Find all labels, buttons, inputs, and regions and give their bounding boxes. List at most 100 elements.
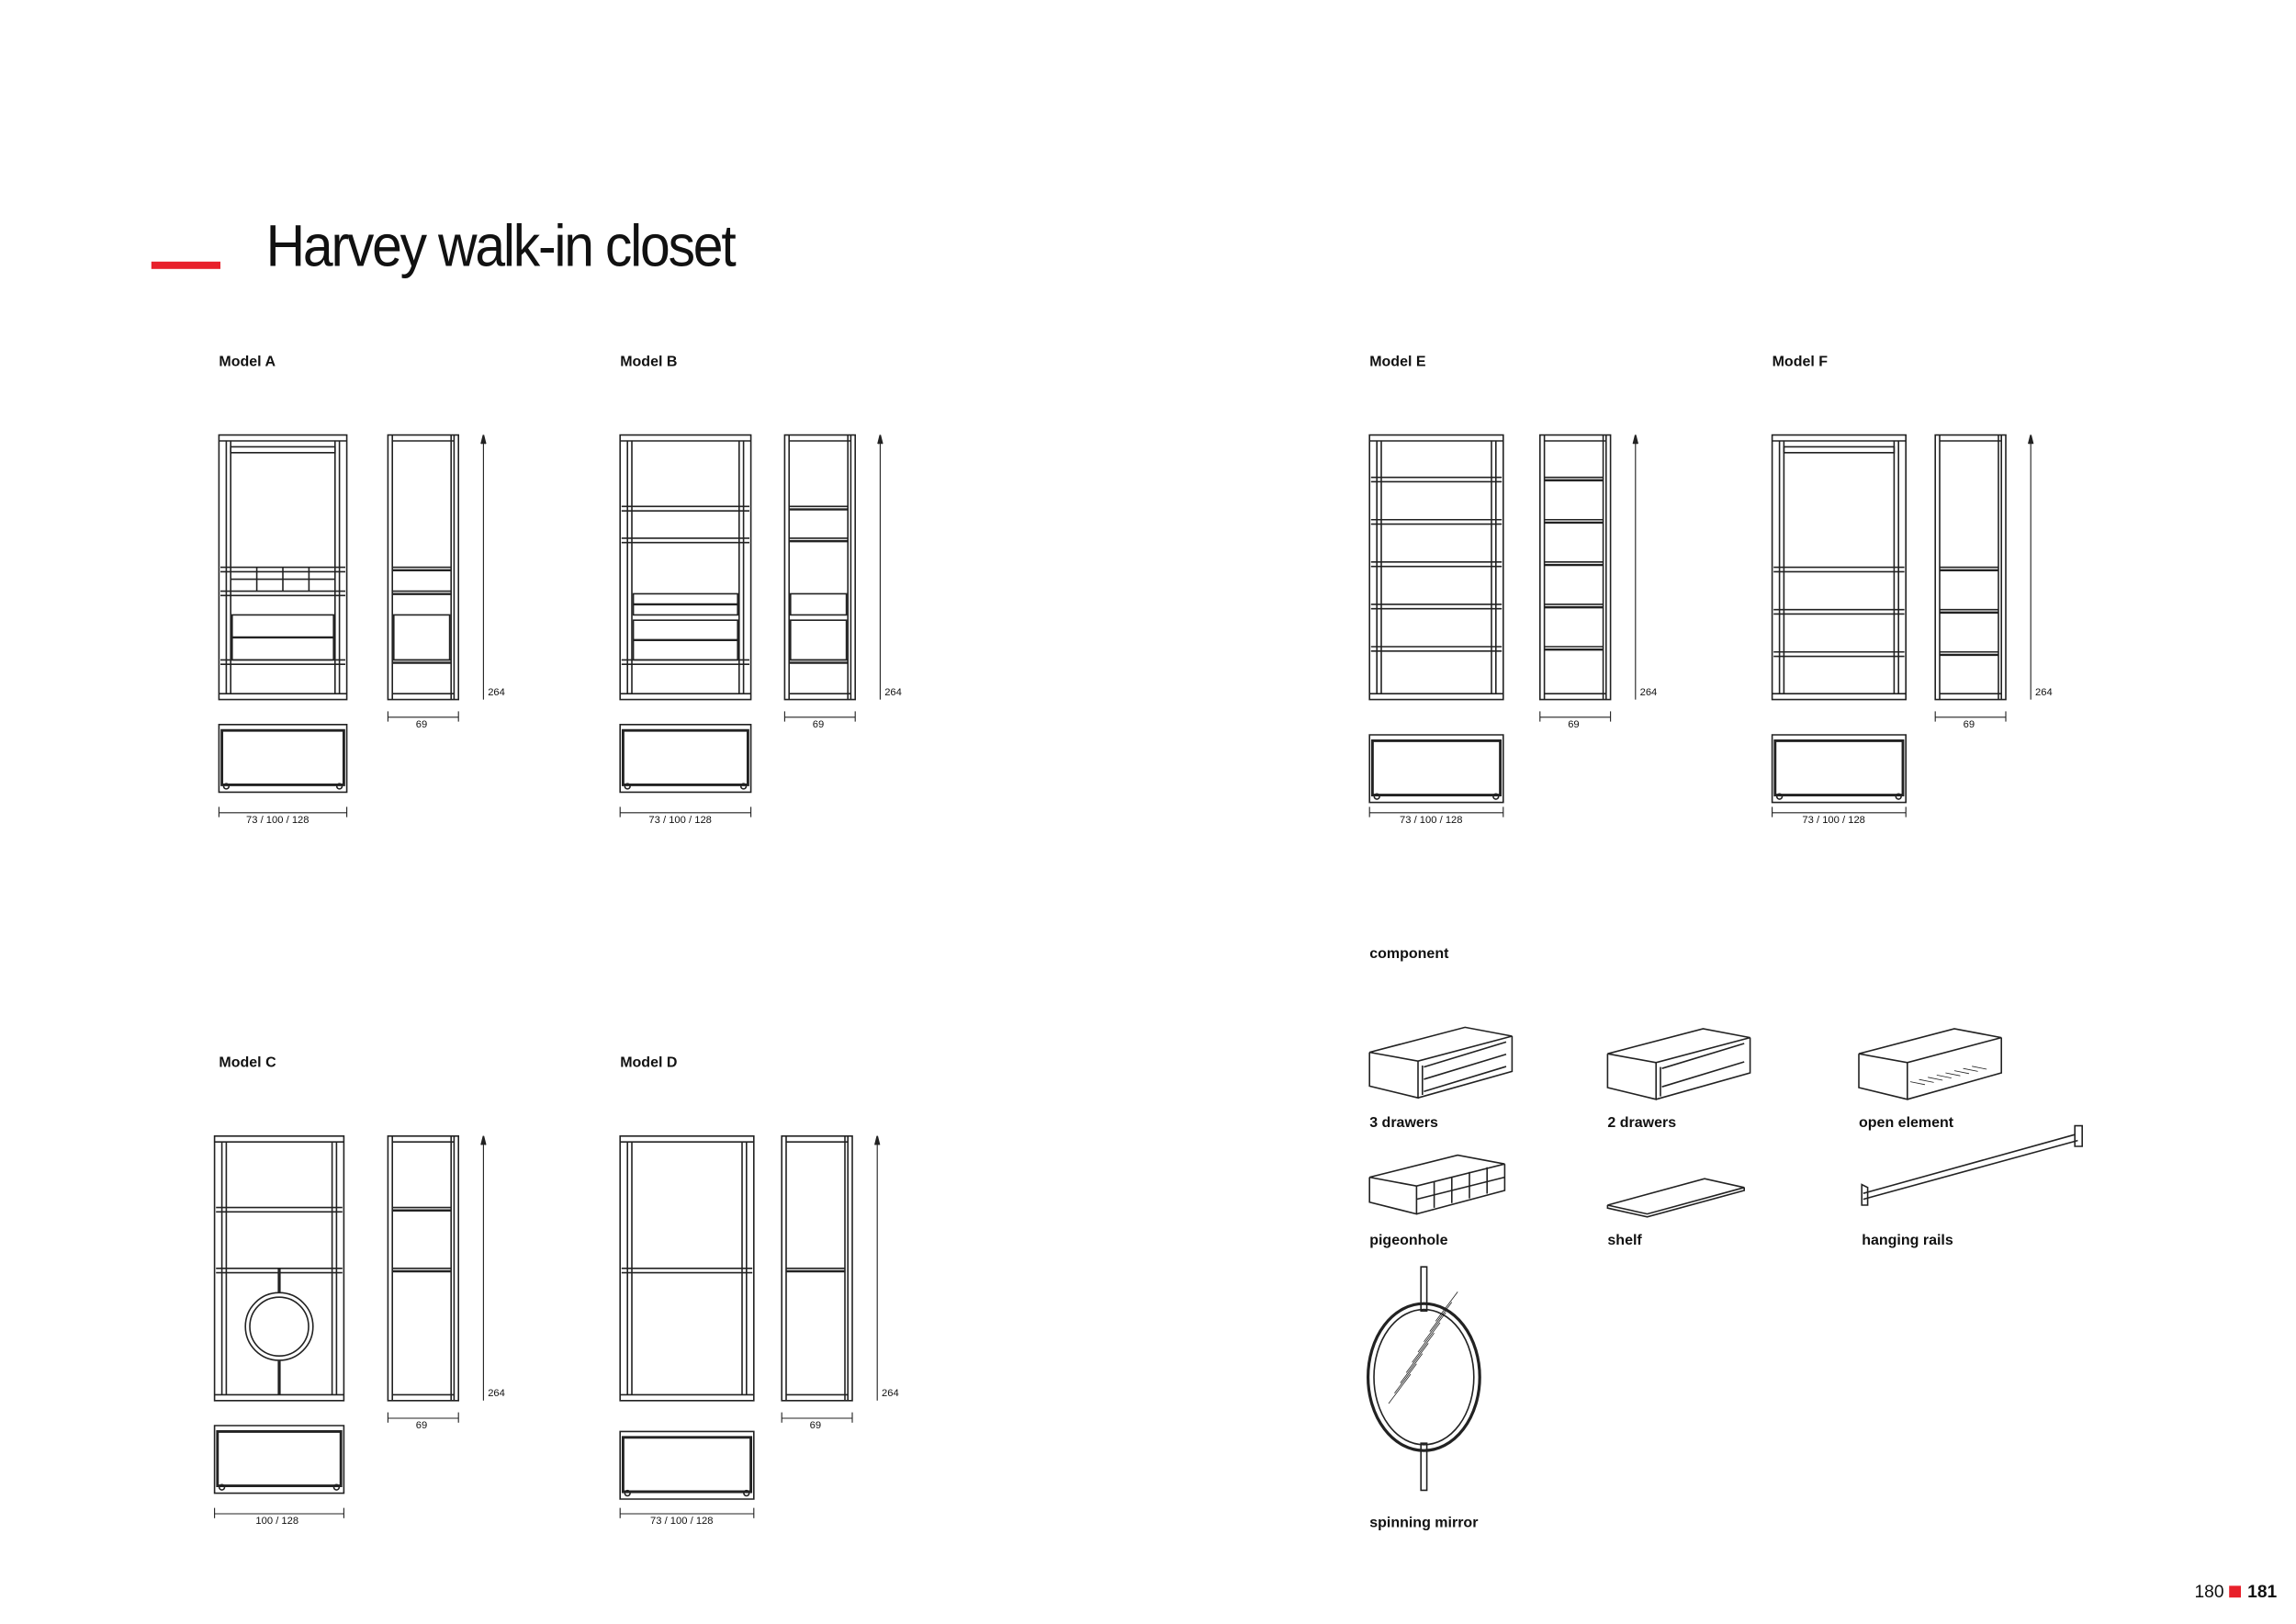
width-dimension: 73 / 100 / 128 bbox=[648, 816, 712, 827]
top-face bbox=[1607, 1029, 1750, 1063]
shelf-edge bbox=[1607, 1188, 1744, 1217]
front-view-frame bbox=[215, 1136, 344, 1401]
side-drawer bbox=[791, 620, 847, 660]
model-f-label: Model F bbox=[1772, 354, 1829, 371]
caster-icon bbox=[744, 1491, 749, 1496]
page-title: Harvey walk-in closet bbox=[265, 214, 737, 279]
width-dimension: 73 / 100 / 128 bbox=[1802, 816, 1865, 827]
width-dimension: 73 / 100 / 128 bbox=[650, 1517, 714, 1528]
depth-dimension: 69 bbox=[415, 1421, 428, 1432]
model-d-drawing bbox=[620, 1136, 879, 1518]
side-view-frame bbox=[784, 435, 855, 700]
component-shelf-icon bbox=[1607, 1179, 1744, 1217]
arrow-icon bbox=[875, 1136, 880, 1145]
component-label-hanging-rails: hanging rails bbox=[1862, 1233, 1953, 1249]
caster-icon bbox=[625, 1491, 630, 1496]
component-label-shelf: shelf bbox=[1607, 1233, 1642, 1249]
rail-bar bbox=[1863, 1134, 2078, 1199]
component-spinning-mirror-icon bbox=[1368, 1267, 1480, 1490]
hanging-rail bbox=[231, 446, 335, 452]
depth-dimension: 69 bbox=[812, 720, 825, 731]
component-label-spinning-mirror: spinning mirror bbox=[1369, 1515, 1479, 1532]
caster-icon bbox=[1896, 794, 1901, 799]
plan-view-frame bbox=[1369, 735, 1503, 803]
red-square-marker bbox=[2229, 1585, 2242, 1598]
component-2-drawers-icon bbox=[1607, 1029, 1750, 1100]
height-dimension: 264 bbox=[884, 687, 902, 698]
side-view-frame bbox=[1540, 435, 1611, 700]
end-face bbox=[1859, 1054, 1908, 1100]
caster-icon bbox=[741, 784, 747, 789]
side-view-frame bbox=[388, 435, 458, 700]
height-dimension: 264 bbox=[488, 687, 505, 698]
side-view-frame bbox=[1935, 435, 2006, 700]
component-hanging-rails-icon bbox=[1862, 1126, 2082, 1205]
caster-icon bbox=[1777, 794, 1783, 799]
reflection-line bbox=[1406, 1343, 1428, 1372]
depth-dimension: 69 bbox=[1568, 720, 1580, 731]
front-face bbox=[1656, 1038, 1750, 1100]
plan-view-frame bbox=[620, 1431, 754, 1499]
arrow-icon bbox=[1633, 435, 1638, 445]
width-dimension: 73 / 100 / 128 bbox=[1400, 816, 1463, 827]
caster-icon bbox=[334, 1484, 340, 1490]
front-view-frame bbox=[620, 1136, 754, 1401]
hatch bbox=[1964, 1068, 1978, 1071]
reflection-line bbox=[1389, 1374, 1411, 1404]
reflection-line bbox=[1401, 1354, 1423, 1383]
caster-icon bbox=[1374, 794, 1379, 799]
end-face bbox=[1369, 1178, 1416, 1214]
plan-view-inner bbox=[1775, 740, 1903, 795]
end-face bbox=[1607, 1054, 1656, 1100]
plan-view-frame bbox=[215, 1426, 344, 1494]
side-view-frame bbox=[388, 1136, 458, 1401]
page-number-left: 180 bbox=[2194, 1581, 2224, 1602]
end-face bbox=[1369, 1053, 1418, 1099]
hanging-rail bbox=[1784, 446, 1894, 452]
component-label-2-drawers: 2 drawers bbox=[1607, 1115, 1677, 1132]
page-numbers: 180 181 bbox=[2195, 1582, 2278, 1602]
component-label-open-element: open element bbox=[1859, 1115, 1954, 1132]
drawer-line bbox=[1424, 1066, 1506, 1091]
reflection-line bbox=[1435, 1291, 1458, 1321]
top-face bbox=[1859, 1029, 2001, 1063]
height-dimension: 264 bbox=[488, 1389, 505, 1400]
model-d-label: Model D bbox=[620, 1054, 678, 1072]
side-view-frame bbox=[782, 1136, 852, 1401]
front-view-frame bbox=[1369, 435, 1503, 700]
drawer-line bbox=[1424, 1054, 1506, 1079]
hatch bbox=[1972, 1066, 1986, 1069]
arrow-icon bbox=[878, 435, 883, 445]
model-c-drawing bbox=[215, 1136, 486, 1518]
plan-view-inner bbox=[623, 1438, 750, 1492]
reflection-line bbox=[1424, 1313, 1446, 1342]
model-e-label: Model E bbox=[1369, 354, 1426, 371]
caster-icon bbox=[224, 784, 230, 789]
mirror-pivot-top bbox=[1421, 1267, 1426, 1311]
model-e-drawing bbox=[1369, 435, 1638, 818]
component-label-pigeonhole: pigeonhole bbox=[1369, 1233, 1448, 1249]
reflection-line bbox=[1418, 1323, 1440, 1352]
front-face bbox=[1908, 1038, 2001, 1100]
hatch bbox=[1937, 1075, 1952, 1077]
plan-view-inner bbox=[222, 730, 344, 784]
component-3-drawers-icon bbox=[1369, 1027, 1512, 1098]
mid-shelf bbox=[1416, 1178, 1504, 1200]
arrow-icon bbox=[481, 1136, 486, 1145]
component-heading: component bbox=[1369, 946, 1449, 963]
mirror-glass bbox=[1374, 1310, 1474, 1445]
height-dimension: 264 bbox=[1639, 687, 1658, 698]
height-dimension: 264 bbox=[882, 1389, 899, 1400]
drawer-line bbox=[1662, 1043, 1745, 1068]
top-face bbox=[1369, 1027, 1512, 1061]
caster-icon bbox=[1493, 794, 1499, 799]
top-face bbox=[1369, 1156, 1504, 1187]
caster-icon bbox=[625, 784, 630, 789]
front-view-frame bbox=[620, 435, 750, 700]
arrow-icon bbox=[481, 435, 486, 445]
hatch bbox=[1910, 1082, 1925, 1085]
mirror-glass bbox=[250, 1297, 309, 1356]
front-view-frame bbox=[1773, 435, 1907, 700]
